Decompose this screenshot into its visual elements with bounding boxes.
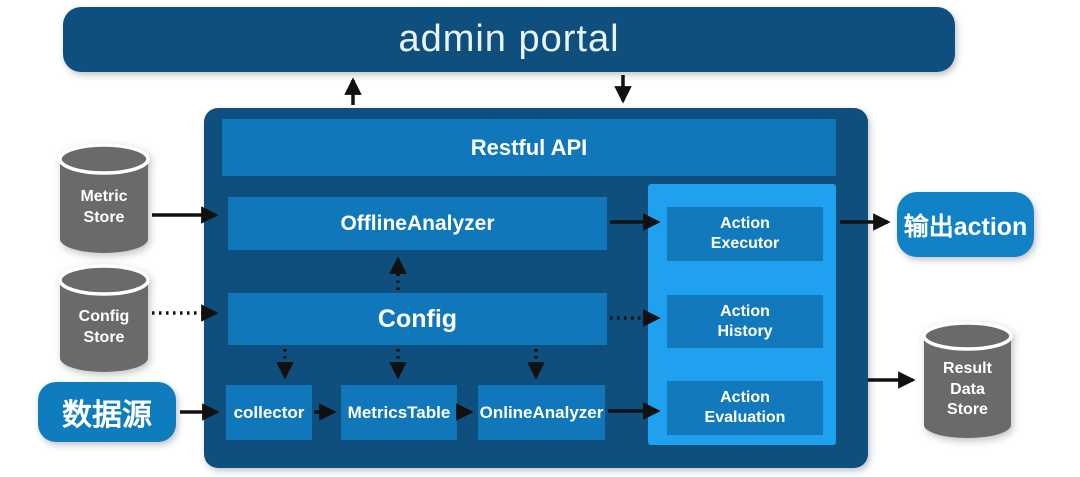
restful-api-node: Restful API bbox=[222, 119, 836, 176]
collector-node: collector bbox=[226, 385, 312, 440]
metrics-table-node: MetricsTable bbox=[341, 385, 457, 440]
action-executor-node: Action Executor bbox=[667, 207, 823, 261]
database-cylinder-icon bbox=[58, 143, 150, 253]
data-source-node: 数据源 bbox=[38, 382, 176, 442]
action-executor-label: Action Executor bbox=[710, 215, 780, 252]
offline-analyzer-node: OfflineAnalyzer bbox=[228, 197, 607, 250]
online-analyzer-label: OnlineAnalyzer bbox=[479, 402, 604, 422]
config-node: Config bbox=[228, 293, 607, 345]
database-cylinder-icon bbox=[922, 321, 1013, 438]
restful-api-label: Restful API bbox=[470, 134, 588, 160]
result-data-store-node: Result Data Store bbox=[922, 321, 1013, 441]
metric-store-node: Metric Store bbox=[58, 143, 150, 255]
offline-analyzer-label: OfflineAnalyzer bbox=[340, 211, 495, 235]
data-source-label: 数据源 bbox=[62, 399, 152, 432]
collector-label: collector bbox=[233, 402, 305, 422]
metrics-table-label: MetricsTable bbox=[347, 402, 451, 422]
output-action-node: 输出action bbox=[897, 192, 1034, 257]
admin-portal-label: admin portal bbox=[398, 18, 620, 60]
admin-portal-node: admin portal bbox=[63, 7, 955, 72]
config-store-node: Config Store bbox=[58, 264, 150, 374]
action-evaluation-label: Action Evaluation bbox=[704, 389, 786, 426]
action-history-label: Action History bbox=[717, 302, 773, 340]
output-action-label: 输出action bbox=[903, 212, 1028, 241]
action-evaluation-node: Action Evaluation bbox=[667, 381, 823, 435]
database-cylinder-icon bbox=[58, 264, 150, 372]
result-data-store-label: Result Data Store bbox=[943, 359, 992, 419]
metric-store-label: Metric Store bbox=[80, 188, 128, 226]
action-history-node: Action History bbox=[667, 295, 823, 348]
config-store-label: Config Store bbox=[78, 308, 130, 346]
online-analyzer-node: OnlineAnalyzer bbox=[478, 385, 605, 440]
config-label: Config bbox=[377, 304, 458, 333]
